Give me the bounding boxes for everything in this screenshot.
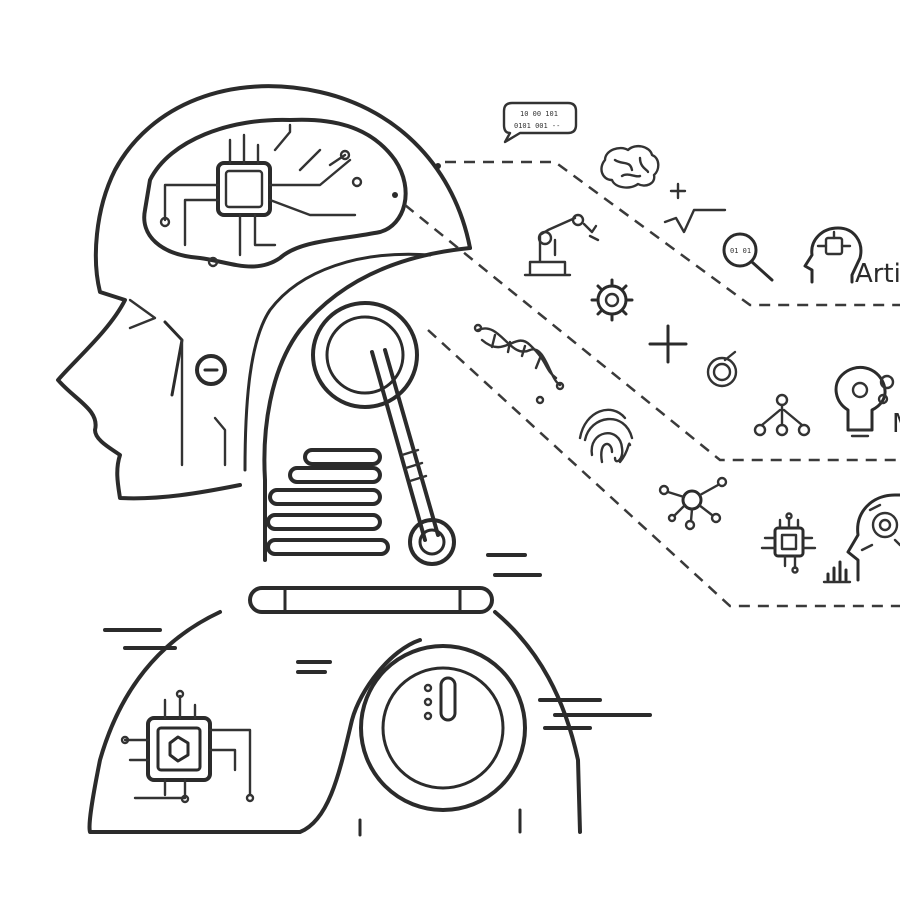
brain-circuit [142, 117, 441, 269]
body-chip-icon [120, 689, 255, 804]
machine-label: M [892, 409, 900, 439]
side-slot [195, 354, 227, 386]
robot-head [56, 84, 472, 562]
square-root-icon [663, 208, 727, 234]
dna-icon [473, 323, 565, 405]
svg-text:10 00 101: 10 00 101 [520, 110, 558, 118]
svg-text:0101 001 --: 0101 001 -- [514, 122, 560, 130]
hierarchy-icon [753, 393, 811, 437]
ear-joint [311, 301, 456, 566]
shoulder-joint [359, 644, 527, 812]
neck-ring [248, 586, 494, 614]
brain-icon [600, 144, 660, 189]
plus-icon [669, 182, 687, 200]
cross-icon [648, 324, 688, 364]
bar-chart-icon [822, 560, 852, 584]
robot-arm-icon [523, 213, 600, 277]
gear-icon [590, 278, 634, 322]
lightbulb-gears-icon [834, 365, 895, 438]
neck-vents [248, 448, 542, 614]
svg-text:01 01: 01 01 [730, 247, 751, 255]
fingerprint-icon [578, 408, 634, 464]
chip-icon [760, 512, 817, 574]
speech-bubble-icon: 10 00 101 0101 001 -- [502, 101, 578, 144]
robot-body [87, 610, 652, 837]
connector-lines [404, 160, 900, 608]
network-icon [658, 476, 728, 531]
target-icon [706, 350, 738, 388]
ai-head-icon-small [803, 226, 863, 284]
ai-head-icon [846, 493, 900, 582]
artificial-label: Arti [855, 259, 900, 289]
magnifier-binary-icon: 01 01 [722, 232, 774, 282]
